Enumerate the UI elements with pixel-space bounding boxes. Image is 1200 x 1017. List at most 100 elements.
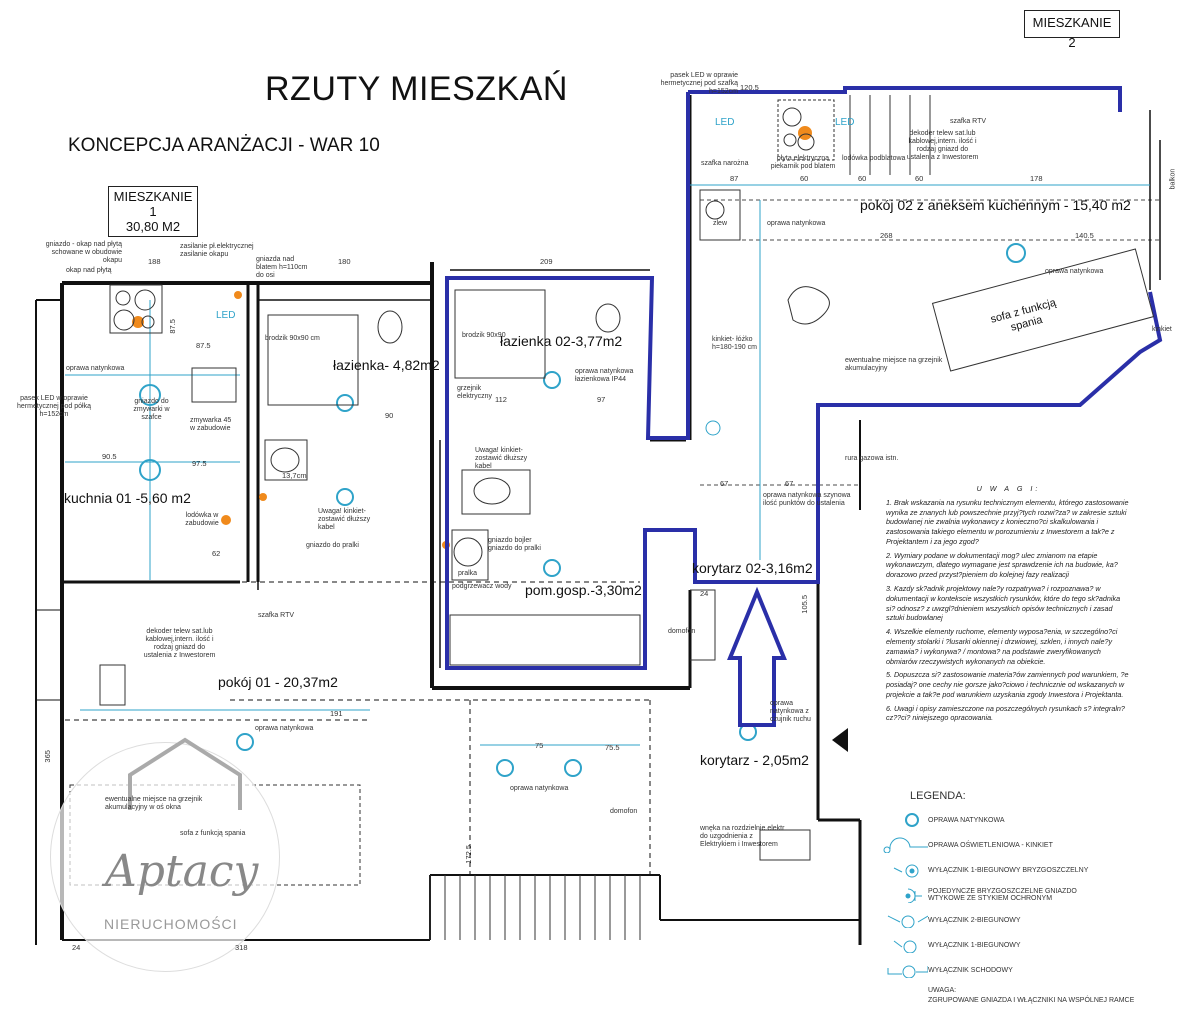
annotation: pralka xyxy=(458,570,478,577)
dimension: 105.5 xyxy=(800,594,810,614)
legend-item: WYŁĄCZNIK 1-BIEGUNOWY xyxy=(880,937,1100,953)
dimension: 188 xyxy=(148,257,161,266)
dimension: 140.5 xyxy=(1075,231,1094,240)
legend-heading: LEGENDA: xyxy=(910,790,966,802)
legend-note: ZGRUPOWANE GNIAZDA I WŁĄCZNIKI NA WSPÓLN… xyxy=(928,997,1135,1004)
dimension: 209 xyxy=(540,257,553,266)
led-label: LED xyxy=(216,310,236,321)
annotation: balkon xyxy=(1169,168,1177,190)
annotation: rura gazowa istn. xyxy=(845,455,899,462)
room-label-bathroom-01: łazienka- 4,82m2 xyxy=(333,357,440,373)
annotation: oprawa natynkowa szynowa ilość punktów d… xyxy=(763,492,851,508)
annotation: gniazdo - okap nad płytą schowane w obud… xyxy=(45,241,122,265)
annotation: ewentualne miejsce na grzejnik akumulacy… xyxy=(105,796,203,812)
room-label-corridor: korytarz - 2,05m2 xyxy=(700,752,809,768)
surface-lamp-icon xyxy=(905,813,919,827)
dimension: 62 xyxy=(212,549,221,558)
annotation: Uwaga! kinkiet- zostawić dłuższy kabel xyxy=(318,508,371,532)
annotation: szafka RTV xyxy=(950,118,987,125)
apartment-2-outline xyxy=(445,86,1163,670)
annotation: oprawa natynkowa łazienkowa IP44 xyxy=(575,368,634,384)
annotation: oprawa natynkowa xyxy=(1045,268,1104,275)
annotation: kinkiet xyxy=(1152,326,1172,333)
annotation: gniazdo bojler gniazdo do pralki xyxy=(488,537,541,553)
annotation: brodzik 90x90 cm xyxy=(265,335,320,342)
dimension: 75.5 xyxy=(605,743,620,752)
dimension: 87.5 xyxy=(196,341,211,350)
annotation: pasek LED w oprawie hermetycznej pod pół… xyxy=(17,395,91,419)
room-label-kitchen-01: kuchnia 01 -5,60 m2 xyxy=(64,490,191,506)
watermark-subtitle: NIERUCHOMOŚCI xyxy=(104,916,238,932)
annotation: gniazdo do pralki xyxy=(306,542,359,549)
entrance-arrow xyxy=(727,586,787,727)
splashproof-switch-icon xyxy=(893,864,919,878)
page-title: RZUTY MIESZKAŃ xyxy=(265,70,568,108)
annotation: brodzik 90x90 xyxy=(462,332,506,339)
dimension: 13,7cm xyxy=(282,471,307,480)
dimension: 112 xyxy=(495,395,507,404)
legend-note-heading: UWAGA: xyxy=(928,987,957,994)
apartment-1-name: MIESZKANIE 1 xyxy=(113,189,193,219)
room-label-room-01: pokój 01 - 20,37m2 xyxy=(218,674,338,690)
dimension: 60 xyxy=(915,174,924,183)
note-item: 1. Brak wskazania na rysunku technicznym… xyxy=(886,497,1129,546)
apartment-1-area: 30,80 M2 xyxy=(125,219,181,234)
electrical-lines xyxy=(65,184,1150,777)
apartment-1-label: MIESZKANIE 1 30,80 M2 xyxy=(108,186,198,237)
annotation: lodówka w zabudowie xyxy=(185,512,219,528)
annotation: zmywarka 45 w zabudowie xyxy=(190,417,232,433)
entry-marker xyxy=(832,728,848,752)
legend-label: WYŁĄCZNIK 2-BIEGUNOWY xyxy=(928,916,1021,924)
annotation: zlew xyxy=(713,220,728,227)
legend-label: WYŁĄCZNIK SCHODOWY xyxy=(928,966,1013,974)
dimension: 178 xyxy=(1030,174,1043,183)
annotation: ewentualne miejsce na grzejnik akumulacy… xyxy=(845,357,943,373)
legend-label: OPRAWA NATYNKOWA xyxy=(928,816,1005,824)
dimension: 24 xyxy=(700,589,709,598)
annotation: oprawa natynkowa xyxy=(66,365,125,372)
annotation: podgrzewacz wody xyxy=(452,583,512,590)
annotation: pasek LED w oprawie hermetycznej pod sza… xyxy=(660,72,738,96)
dimension: 90 xyxy=(385,411,394,420)
apartment-2-name: MIESZKANIE 2 xyxy=(1032,15,1112,50)
dimension: 97 xyxy=(597,395,606,404)
annotation: oprawa natynkowa z czujnik ruchu xyxy=(770,700,811,724)
annotation: dekoder telew sat.lub kablowej,intern. i… xyxy=(906,130,979,162)
dimension: 24 xyxy=(72,943,81,952)
legend-item: WYŁĄCZNIK 1-BIEGUNOWY BRYZGOSZCZELNY xyxy=(880,862,1100,878)
annotation: oprawa natynkowa xyxy=(767,220,826,227)
dimension: 90.5 xyxy=(102,452,117,461)
single-switch-icon xyxy=(893,940,917,953)
room-label-bathroom-02: łazienka 02-3,77m2 xyxy=(500,333,623,349)
double-switch-icon xyxy=(887,915,928,928)
annotation: domofon xyxy=(668,628,696,635)
annotation: szafka narożna xyxy=(701,160,749,167)
dimension: 180 xyxy=(338,257,351,266)
dimension: 60 xyxy=(858,174,867,183)
annotation: Uwaga! kinkiet- zostawić dłuższy kabel xyxy=(475,447,528,471)
dimension: 97.5 xyxy=(192,459,207,468)
note-item: 3. Kazdy sk?adnik projektowy nale?y rozp… xyxy=(886,584,1121,623)
led-label: LED xyxy=(715,117,735,128)
note-item: 4. Wszelkie elementy ruchome, elementy w… xyxy=(886,627,1118,666)
dimension: 365 xyxy=(42,750,52,763)
apartment-2-label: MIESZKANIE 2 xyxy=(1024,10,1120,50)
legend: LEGENDA: OPRAWA NATYNKOWA OPRAWA OŚWIETL… xyxy=(880,790,1135,1004)
room-label-corridor-02: korytarz 02-3,16m2 xyxy=(692,560,813,576)
dimension: 268 xyxy=(880,231,893,240)
annotation: domofon xyxy=(610,808,638,815)
annotation: szafka RTV xyxy=(258,612,295,619)
watermark-house-icon xyxy=(128,737,242,810)
legend-label: OPRAWA OŚWIETLENIOWA - KINKIET xyxy=(928,841,1053,849)
annotation: kinkiet- łóżko h=180-190 cm xyxy=(712,336,757,352)
dimension: 318 xyxy=(235,943,248,952)
dimension: 67 xyxy=(785,479,794,488)
stair-switch-icon xyxy=(887,965,928,978)
annotation: grzejnik elektryczny xyxy=(457,385,493,401)
note-item: 6. Uwagi i opisy zamieszczone na poszcze… xyxy=(886,703,1125,723)
legend-item: OPRAWA NATYNKOWA xyxy=(880,812,1100,828)
led-label: LED xyxy=(835,117,855,128)
annotation: gniazdo do zmywarki w szafce xyxy=(133,398,170,422)
